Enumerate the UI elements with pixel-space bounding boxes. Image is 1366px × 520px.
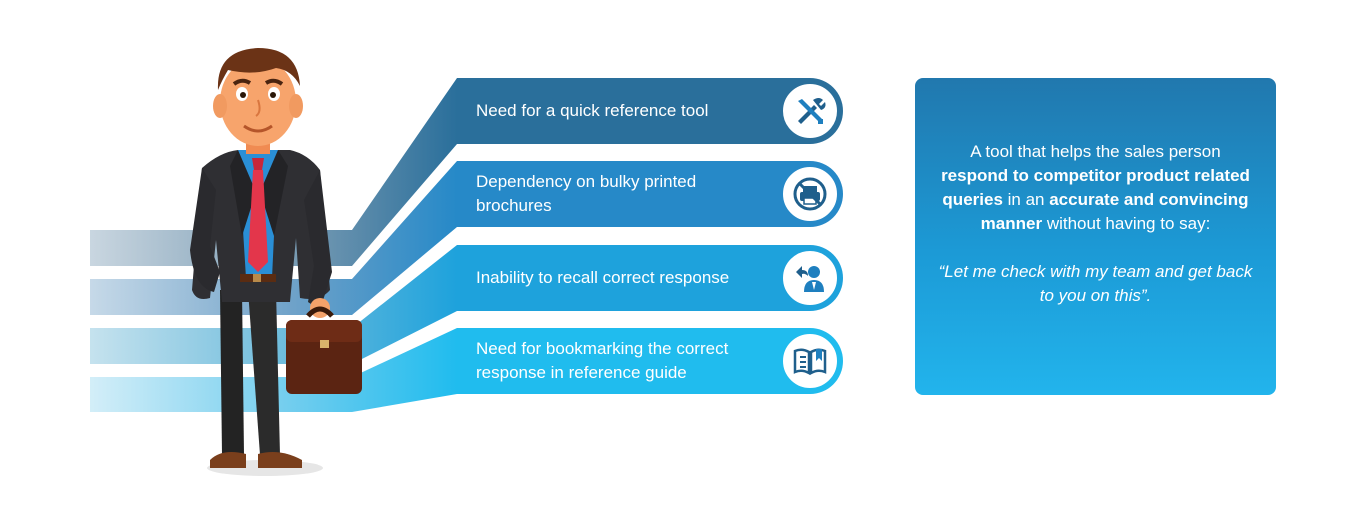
ribbon-1 (90, 78, 457, 266)
challenge-item-4: Need for bookmarking the correct respons… (457, 328, 843, 394)
info-bold-part: accurate and convincing manner (980, 190, 1249, 233)
recall-user-icon (780, 248, 840, 308)
info-description: A tool that helps the sales person respo… (937, 140, 1254, 236)
ribbon-3 (90, 245, 457, 364)
info-text-part: in an (1002, 190, 1050, 209)
ribbon-4 (90, 328, 457, 412)
businessman-illustration (190, 48, 362, 476)
challenge-label: Need for bookmarking the correct respons… (476, 339, 729, 382)
challenge-item-1: Need for a quick reference tool (457, 78, 843, 144)
info-card: A tool that helps the sales person respo… (915, 78, 1276, 395)
challenge-label: Dependency on bulky printed brochures (476, 172, 697, 215)
challenge-label: Need for a quick reference tool (476, 101, 709, 120)
challenge-item-2: Dependency on bulky printed brochures (457, 161, 843, 227)
no-print-icon (780, 164, 840, 224)
ribbon-2 (90, 161, 457, 315)
info-bold-part: respond to competitor product related qu… (941, 166, 1250, 209)
bookmark-book-icon (780, 331, 840, 391)
challenge-label: Inability to recall correct response (476, 268, 730, 287)
info-text-part: without having to say: (1042, 214, 1211, 233)
tools-icon (780, 81, 840, 141)
challenge-item-3: Inability to recall correct response (457, 245, 843, 311)
info-text-part: A tool that helps the sales person (970, 142, 1221, 161)
info-quote: “Let me check with my team and get back … (938, 262, 1253, 305)
